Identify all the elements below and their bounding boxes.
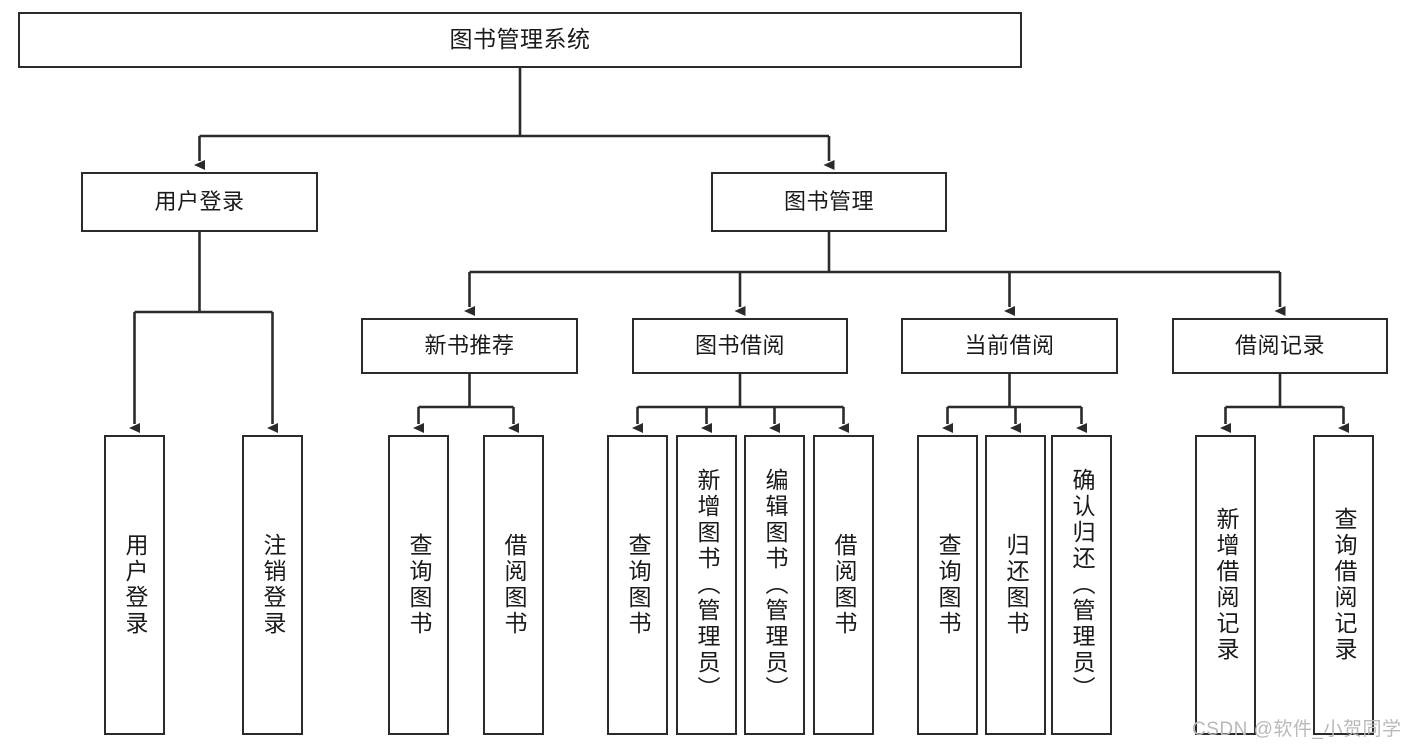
node-leaf-return[interactable]: 归还图书 [985,435,1046,735]
node-label: 用户登录 [122,533,148,637]
node-new-book-rec[interactable]: 新书推荐 [361,318,578,374]
node-leaf-add-record[interactable]: 新增借阅记录 [1195,435,1256,735]
node-label: 查询借阅记录 [1331,507,1357,663]
node-label: 借阅图书 [831,533,857,637]
node-label: 新增图书（管理员） [694,468,720,702]
node-label: 编辑图书（管理员） [762,468,788,702]
node-leaf-query-1[interactable]: 查询图书 [388,435,449,735]
node-label: 图书借阅 [694,333,785,359]
node-label: 查询图书 [406,533,432,637]
node-label: 借阅图书 [501,533,527,637]
node-leaf-logout[interactable]: 注销登录 [242,435,303,735]
node-user-login[interactable]: 用户登录 [81,172,318,232]
node-book-manage[interactable]: 图书管理 [711,172,947,232]
node-label: 新书推荐 [424,333,515,359]
node-borrow-record[interactable]: 借阅记录 [1172,318,1388,374]
node-label: 当前借阅 [964,333,1055,359]
watermark: CSDN @软件_小贺同学 [1192,719,1402,740]
node-label: 注销登录 [260,533,286,637]
node-leaf-edit-book[interactable]: 编辑图书（管理员） [744,435,805,735]
node-leaf-add-book[interactable]: 新增图书（管理员） [676,435,737,735]
node-leaf-query-3[interactable]: 查询图书 [917,435,978,735]
node-leaf-user-login[interactable]: 用户登录 [104,435,165,735]
node-label: 新增借阅记录 [1213,507,1239,663]
node-label: 查询图书 [625,533,651,637]
node-label: 图书管理系统 [449,26,591,53]
node-label: 用户登录 [154,189,245,215]
node-label: 借阅记录 [1234,333,1325,359]
node-leaf-confirm[interactable]: 确认归还（管理员） [1051,435,1112,735]
node-current-borrow[interactable]: 当前借阅 [901,318,1118,374]
node-label: 查询图书 [935,533,961,637]
node-book-borrow[interactable]: 图书借阅 [632,318,848,374]
node-label: 归还图书 [1003,533,1029,637]
node-leaf-query-2[interactable]: 查询图书 [607,435,668,735]
node-leaf-borrow-1[interactable]: 借阅图书 [483,435,544,735]
node-root[interactable]: 图书管理系统 [18,12,1022,68]
node-leaf-query-record[interactable]: 查询借阅记录 [1313,435,1374,735]
node-label: 确认归还（管理员） [1069,468,1095,702]
node-leaf-borrow-2[interactable]: 借阅图书 [813,435,874,735]
node-label: 图书管理 [783,189,874,215]
